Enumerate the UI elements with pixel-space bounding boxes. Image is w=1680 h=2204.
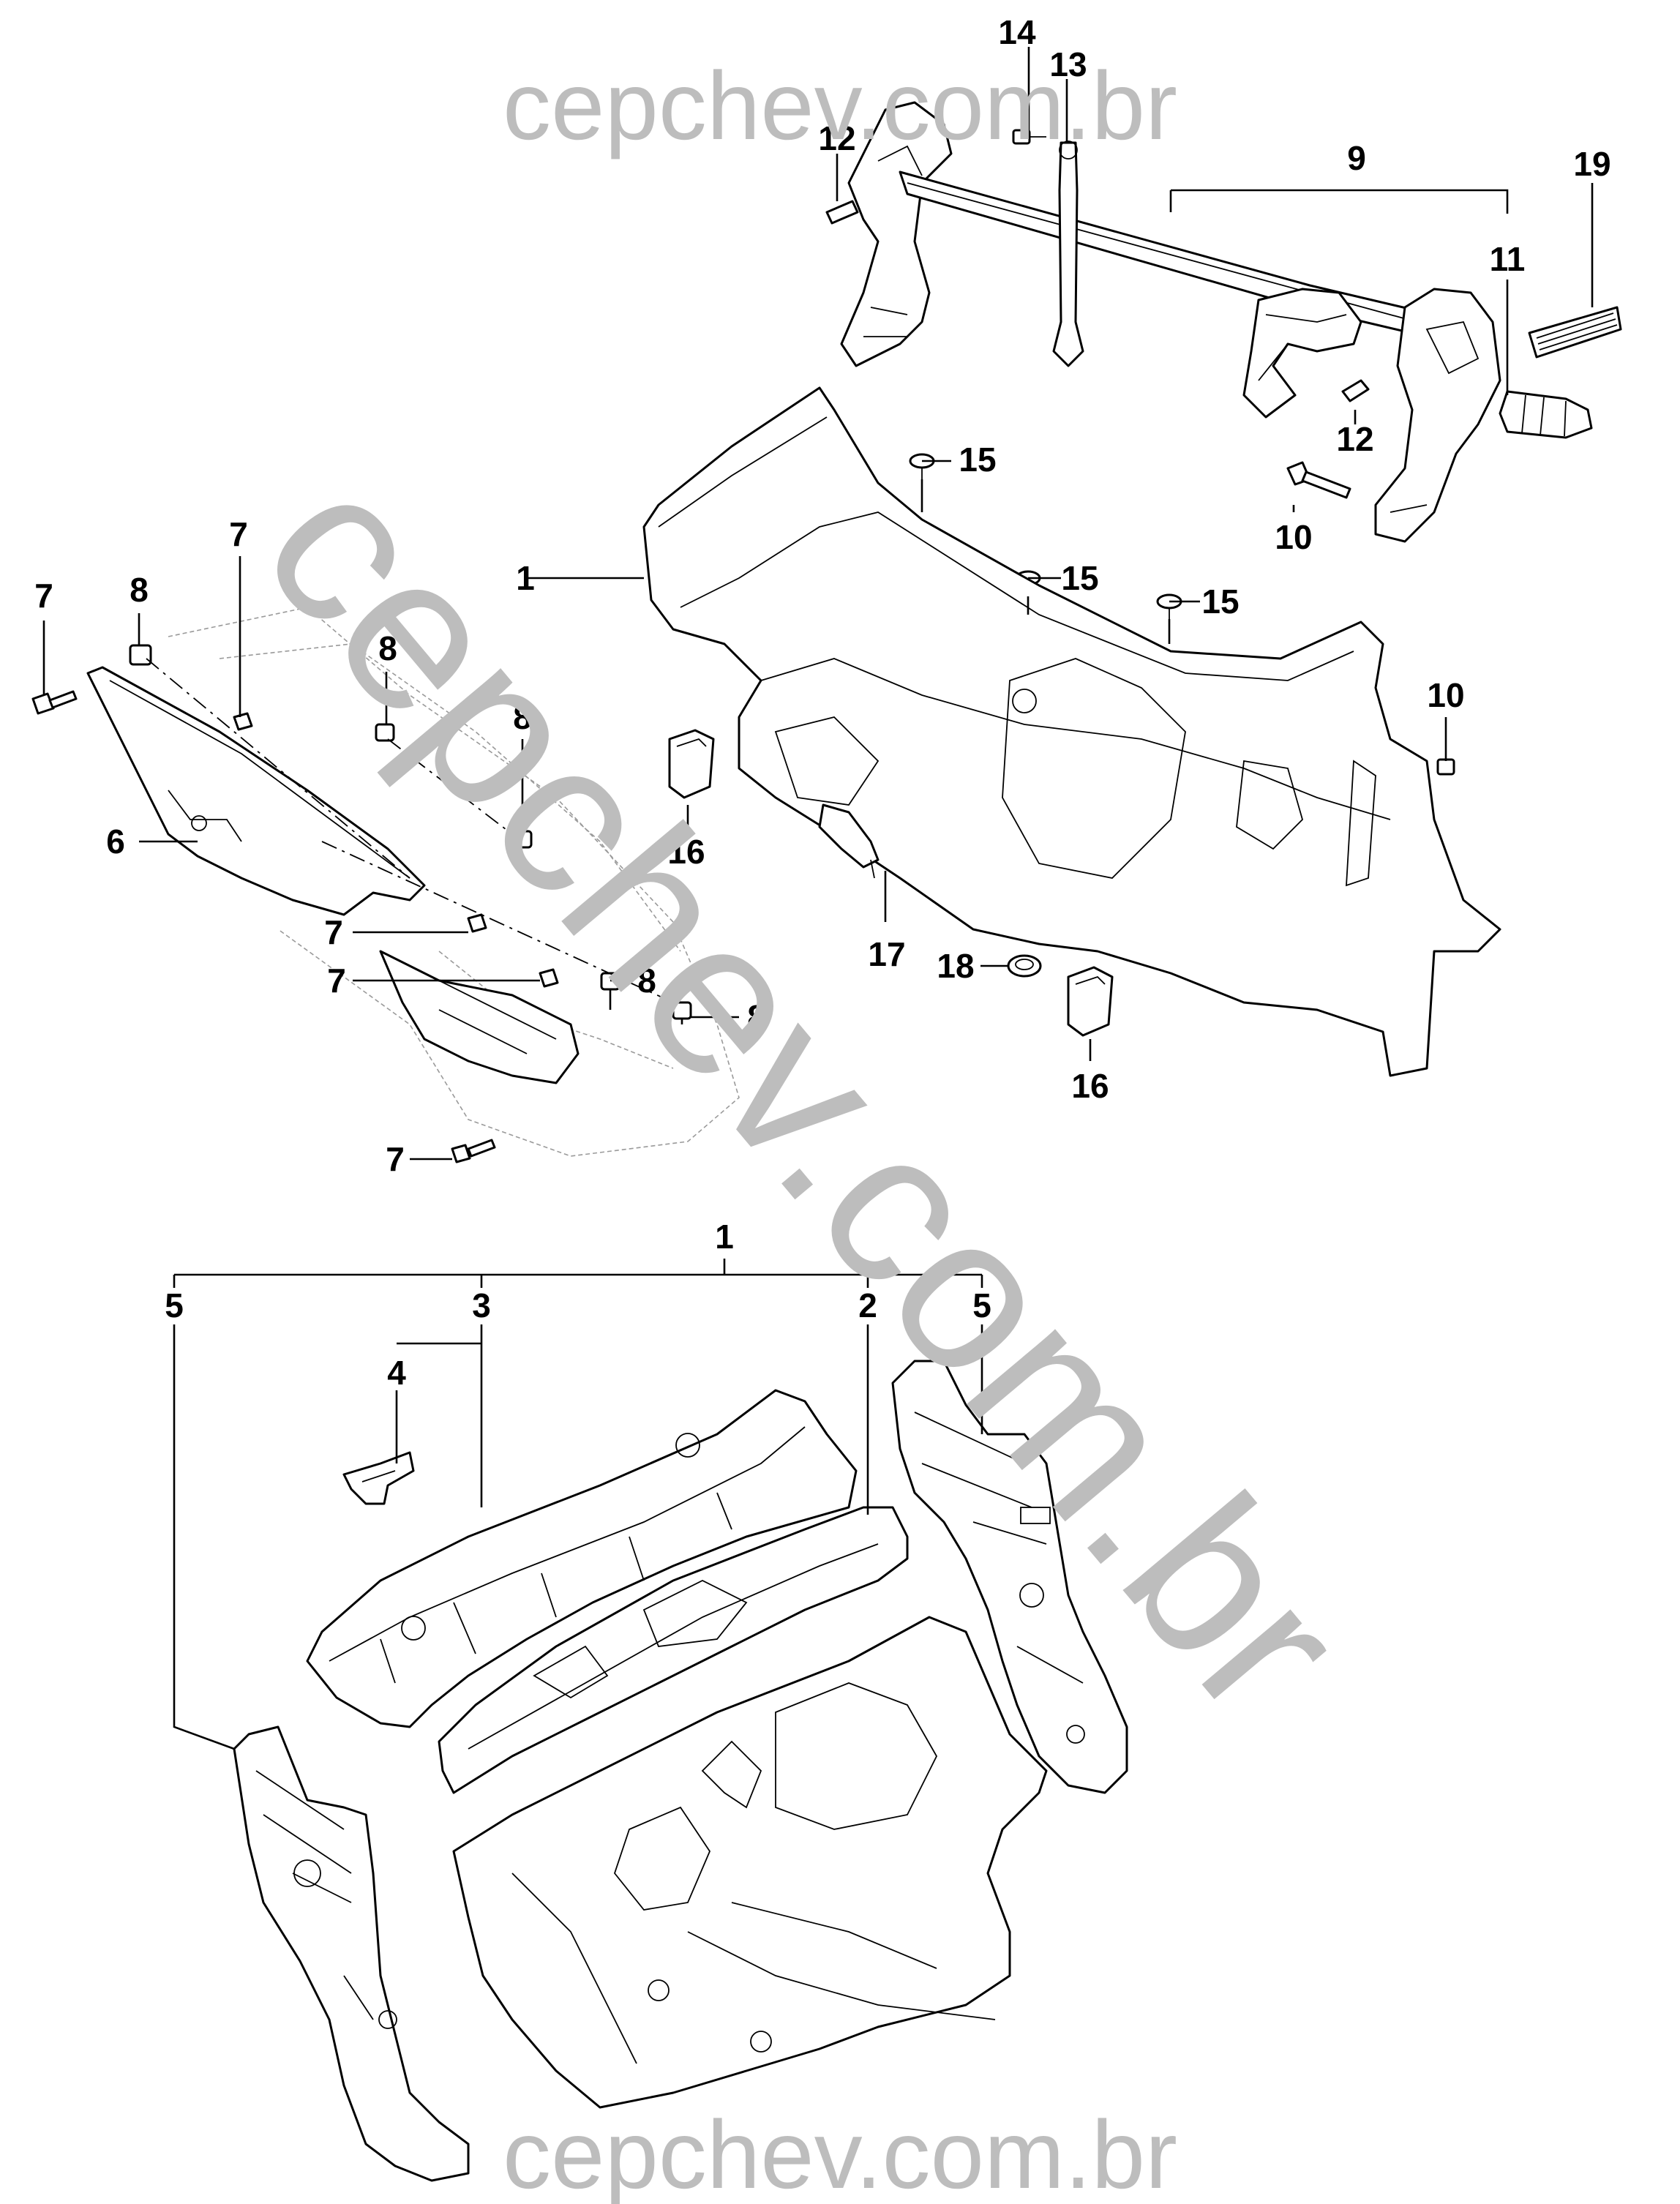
bolt-10-right — [1436, 758, 1455, 776]
pin-12-left — [825, 200, 859, 225]
connector-11 — [1499, 390, 1593, 439]
callout-19: 19 — [1573, 145, 1610, 183]
bolt-7-d — [539, 968, 559, 988]
cowl-upper-panel-3 — [306, 1389, 858, 1728]
callouts: 14 13 12 9 19 11 12 15 10 1 15 15 10 16 … — [34, 13, 1610, 1392]
callout-7-b: 7 — [229, 515, 248, 553]
bolt-7-e — [451, 1139, 496, 1163]
callout-7-a: 7 — [34, 577, 53, 615]
grommet-16-lower — [1067, 966, 1114, 1037]
dash-panel-assembly — [642, 386, 1501, 1077]
callout-10-top: 10 — [1275, 518, 1312, 556]
grommet-16-upper — [668, 729, 715, 799]
callout-15-c: 15 — [1201, 582, 1239, 621]
callout-2: 2 — [858, 1286, 877, 1324]
callout-16-lower: 16 — [1071, 1067, 1109, 1105]
cross-car-beam-assembly — [840, 101, 1501, 543]
callout-11: 11 — [1490, 240, 1526, 278]
side-panel-5-right — [891, 1360, 1128, 1794]
center-line-c — [321, 841, 674, 1003]
callout-10-right: 10 — [1427, 676, 1464, 714]
callout-17: 17 — [868, 935, 905, 973]
cowl-lower-panel-2 — [438, 1506, 909, 1794]
insulator-6 — [86, 666, 426, 916]
watermark-top: cepchev.com.br — [503, 52, 1177, 160]
callout-8-b: 8 — [378, 629, 397, 667]
callout-14: 14 — [998, 13, 1036, 51]
callout-13: 13 — [1049, 45, 1087, 83]
side-panel-5-left — [233, 1725, 470, 2182]
clip-17 — [818, 803, 880, 879]
callout-6: 6 — [106, 822, 125, 861]
bolt-7-a — [31, 690, 78, 715]
callout-15-b: 15 — [1061, 559, 1098, 597]
watermark-bottom: cepchev.com.br — [503, 2101, 1177, 2204]
callout-9: 9 — [1347, 139, 1366, 177]
callout-8-c: 8 — [513, 698, 532, 736]
bracket-4 — [342, 1451, 415, 1505]
callout-1-bottom: 1 — [715, 1218, 734, 1256]
insulator-lower-piece — [379, 950, 580, 1084]
callout-18: 18 — [937, 947, 974, 985]
callout-8-e: 8 — [747, 998, 766, 1036]
callout-5-right: 5 — [972, 1286, 991, 1324]
callout-7-d: 7 — [327, 962, 346, 1000]
callout-12-top: 12 — [818, 119, 855, 157]
bolt-7-b — [233, 712, 253, 731]
clip-15-c — [1156, 593, 1182, 619]
nut-8-b — [375, 723, 395, 742]
nut-8-a — [129, 644, 152, 666]
center-line-b — [387, 738, 513, 835]
bolt-10-upper — [1286, 461, 1351, 499]
plug-18 — [1007, 954, 1042, 978]
callout-4: 4 — [387, 1354, 406, 1392]
callout-7-e: 7 — [386, 1140, 405, 1178]
bolt-14 — [1012, 129, 1046, 145]
center-line-a — [146, 658, 410, 879]
callout-5-left: 5 — [165, 1286, 184, 1324]
clip-15-a — [909, 453, 935, 479]
callout-8-a: 8 — [130, 571, 149, 609]
callout-8-d: 8 — [637, 962, 656, 1000]
pad-19 — [1528, 306, 1622, 359]
callout-1-mid: 1 — [516, 559, 535, 597]
bolt-7-c — [467, 913, 487, 933]
leader-lines — [42, 47, 1594, 1750]
callout-16-upper: 16 — [667, 833, 705, 871]
callout-7-c: 7 — [324, 913, 343, 951]
callout-15-a: 15 — [959, 441, 996, 479]
callout-3: 3 — [472, 1286, 491, 1324]
pin-12-right — [1341, 379, 1370, 402]
callout-12-right: 12 — [1336, 420, 1373, 458]
dash-lower-panel — [452, 1616, 1048, 2109]
